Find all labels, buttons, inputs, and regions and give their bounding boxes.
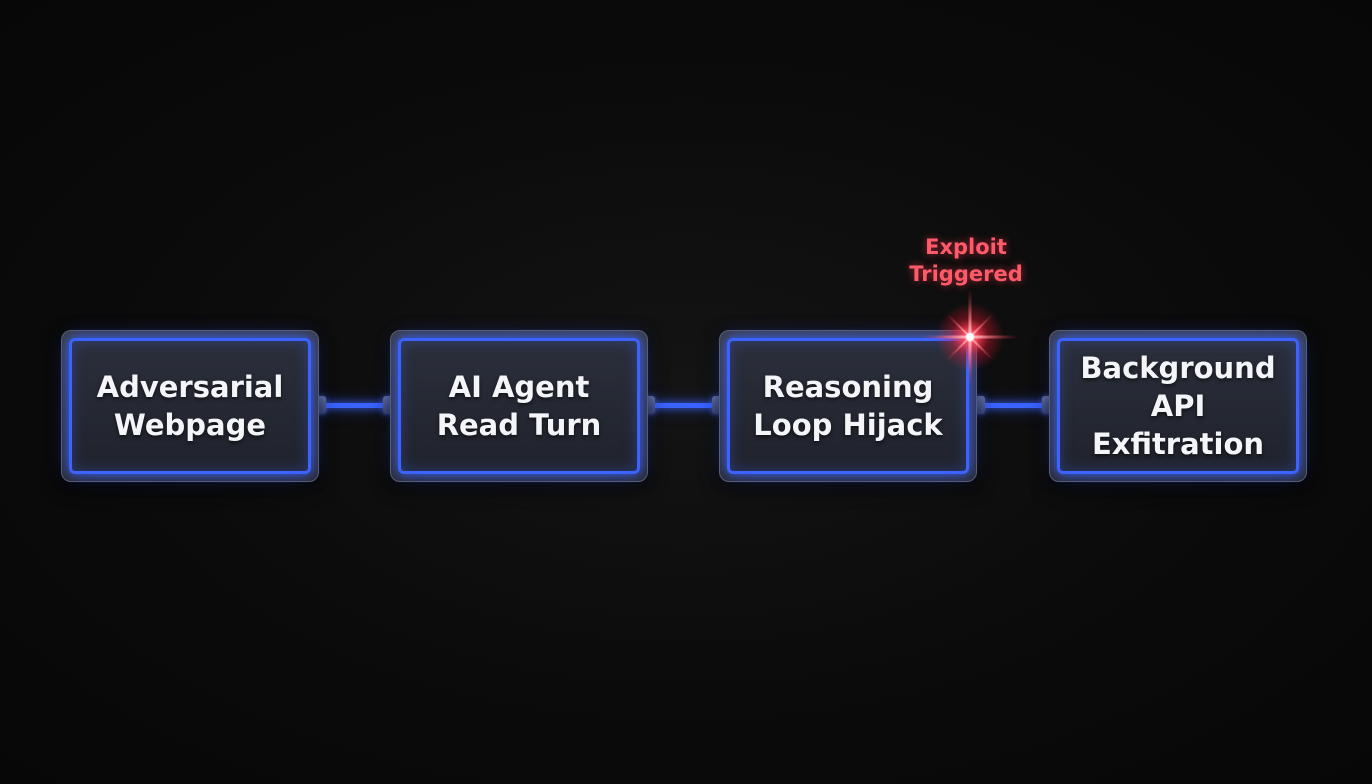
node-frame: Adversarial Webpage: [69, 338, 311, 474]
port-out-2: [645, 396, 655, 414]
port-out-1: [316, 396, 326, 414]
node-label: Adversarial Webpage: [96, 370, 284, 442]
node-background-api-exfiltration: Background API Exfitration: [1049, 330, 1307, 482]
exploit-triggered-label: Exploit Triggered: [909, 235, 1023, 286]
port-out-3: [975, 396, 985, 414]
connector-2-3: [650, 403, 720, 408]
connector-1-2: [320, 403, 390, 408]
node-reasoning-loop-hijack: Reasoning Loop Hijack: [719, 330, 977, 482]
port-in-3: [712, 396, 722, 414]
node-adversarial-webpage: Adversarial Webpage: [61, 330, 319, 482]
node-label: Background API Exfitration: [1080, 351, 1276, 461]
port-in-4: [1042, 396, 1052, 414]
node-frame: AI Agent Read Turn: [398, 338, 640, 474]
node-frame: Background API Exfitration: [1057, 338, 1299, 474]
node-ai-agent-read-turn: AI Agent Read Turn: [390, 330, 648, 482]
node-label: AI Agent Read Turn: [436, 370, 602, 442]
node-frame: Reasoning Loop Hijack: [727, 338, 969, 474]
port-in-2: [383, 396, 393, 414]
connector-3-4: [980, 403, 1050, 408]
node-label: Reasoning Loop Hijack: [753, 370, 943, 442]
